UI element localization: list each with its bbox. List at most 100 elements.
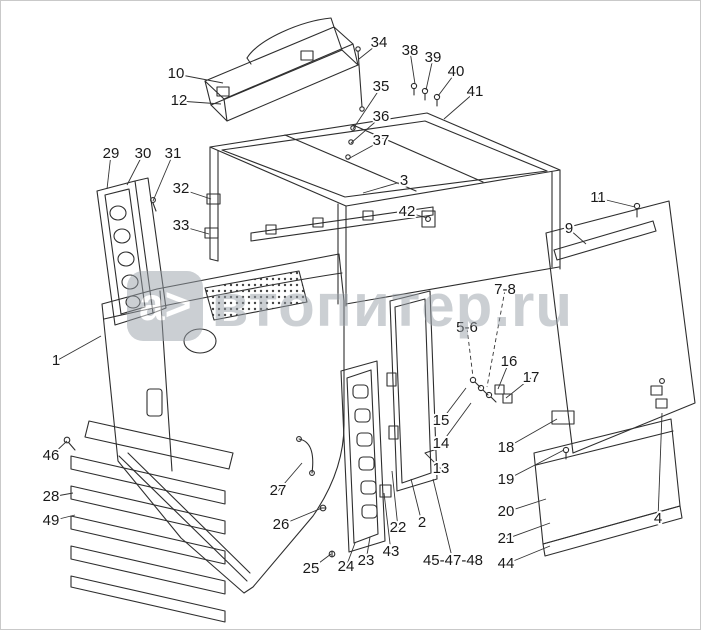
part-number-label: 15	[433, 412, 450, 429]
support-rod	[355, 46, 365, 112]
leader-line	[466, 327, 474, 378]
part-number-label: 41	[467, 83, 484, 100]
part-number-label: 33	[173, 217, 190, 234]
part-number-label: 49	[43, 512, 60, 529]
part-number-label: 44	[498, 555, 515, 572]
leader-line	[486, 289, 506, 388]
part-number-label: 29	[103, 145, 120, 162]
leader-line	[55, 335, 102, 362]
part-number-label: 25	[303, 560, 320, 577]
part-number-label: 11	[590, 189, 606, 206]
part-number-label: 30	[135, 145, 152, 162]
leader-line	[347, 140, 382, 160]
leader-line	[126, 153, 144, 186]
part-number-label: 12	[171, 92, 188, 109]
hinge-hardware-cluster	[424, 376, 513, 454]
part-number-label: 35	[373, 78, 390, 95]
part-number-label: 24	[338, 558, 355, 575]
leader-line	[505, 545, 551, 565]
hood	[101, 253, 345, 594]
bolt-right-top	[633, 202, 641, 218]
leader-line	[280, 507, 323, 526]
part-number-label: 3	[400, 172, 408, 189]
part-number-label: 36	[373, 108, 390, 125]
part-number-label: 45-47-48	[423, 552, 483, 569]
leader-line	[50, 440, 68, 457]
part-number-label: 31	[165, 145, 182, 162]
leader-line	[383, 492, 392, 553]
leader-line	[505, 522, 551, 540]
leader-line	[409, 50, 416, 85]
main-frame	[204, 112, 561, 307]
leader-line	[437, 71, 457, 97]
part-number-label: 20	[498, 503, 515, 520]
part-number-label: 13	[433, 460, 450, 477]
rear-door-panel	[379, 290, 438, 498]
part-number-label: 42	[399, 203, 416, 220]
part-number-label: 7-8	[494, 281, 516, 298]
leader-line	[310, 553, 332, 570]
leader-line	[106, 153, 112, 190]
leader-line	[345, 542, 356, 568]
part-number-label: 27	[270, 482, 287, 499]
leader-line	[657, 412, 663, 520]
part-number-label: 22	[390, 519, 407, 536]
part-number-label: 28	[43, 488, 60, 505]
leader-line	[505, 418, 558, 449]
leader-line	[362, 180, 405, 194]
part-number-label: 32	[173, 180, 190, 197]
part-number-label: 4	[654, 510, 662, 527]
bolt-set-top	[410, 82, 441, 107]
leader-line	[178, 100, 222, 105]
leader-line	[50, 492, 74, 498]
leader-line	[497, 361, 510, 390]
leader-line	[352, 86, 382, 130]
leader-line	[568, 228, 587, 245]
part-number-label: 26	[273, 516, 290, 533]
leader-line	[50, 514, 76, 522]
part-number-label: 37	[373, 132, 390, 149]
leader-line	[410, 478, 423, 524]
leader-line	[180, 225, 210, 235]
part-number-label: 34	[371, 34, 388, 51]
front-slat-grille	[63, 420, 234, 623]
part-number-label: 19	[498, 471, 515, 488]
leader-line	[391, 470, 399, 529]
part-number-label: 23	[358, 552, 375, 569]
part-number-label: 18	[498, 439, 515, 456]
part-number-label: 39	[425, 49, 442, 66]
leader-line	[597, 197, 636, 208]
leader-line	[440, 402, 472, 445]
leader-line	[432, 478, 454, 562]
leader-line	[505, 449, 565, 481]
leader-line	[350, 116, 382, 144]
leader-line	[277, 462, 303, 492]
right-side-panel	[545, 200, 696, 454]
leader-line	[365, 536, 371, 562]
leader-line	[358, 42, 380, 60]
part-number-label: 14	[433, 435, 450, 452]
part-number-label: 10	[168, 65, 185, 82]
leader-line	[424, 452, 442, 470]
leader-line	[406, 211, 428, 219]
part-number-label: 17	[523, 369, 540, 386]
leader-line	[425, 57, 434, 91]
louver-door	[340, 360, 386, 553]
leader-line	[180, 188, 212, 200]
part-number-label: 16	[501, 353, 518, 370]
leader-line	[443, 91, 476, 120]
part-number-label: 2	[418, 514, 426, 531]
leader-line	[505, 498, 547, 513]
part-number-label: 5-6	[456, 319, 478, 336]
part-number-label: 21	[498, 530, 515, 547]
part-number-label: 9	[565, 220, 573, 237]
part-number-label: 46	[43, 447, 60, 464]
leader-line	[152, 153, 174, 202]
bottom-right-panel	[533, 418, 683, 557]
part-number-label: 38	[402, 42, 419, 59]
leader-line	[505, 377, 532, 399]
label-layer: 12345-67-8910111213141516171819202122232…	[41, 32, 665, 579]
part-number-label: 40	[448, 63, 465, 80]
